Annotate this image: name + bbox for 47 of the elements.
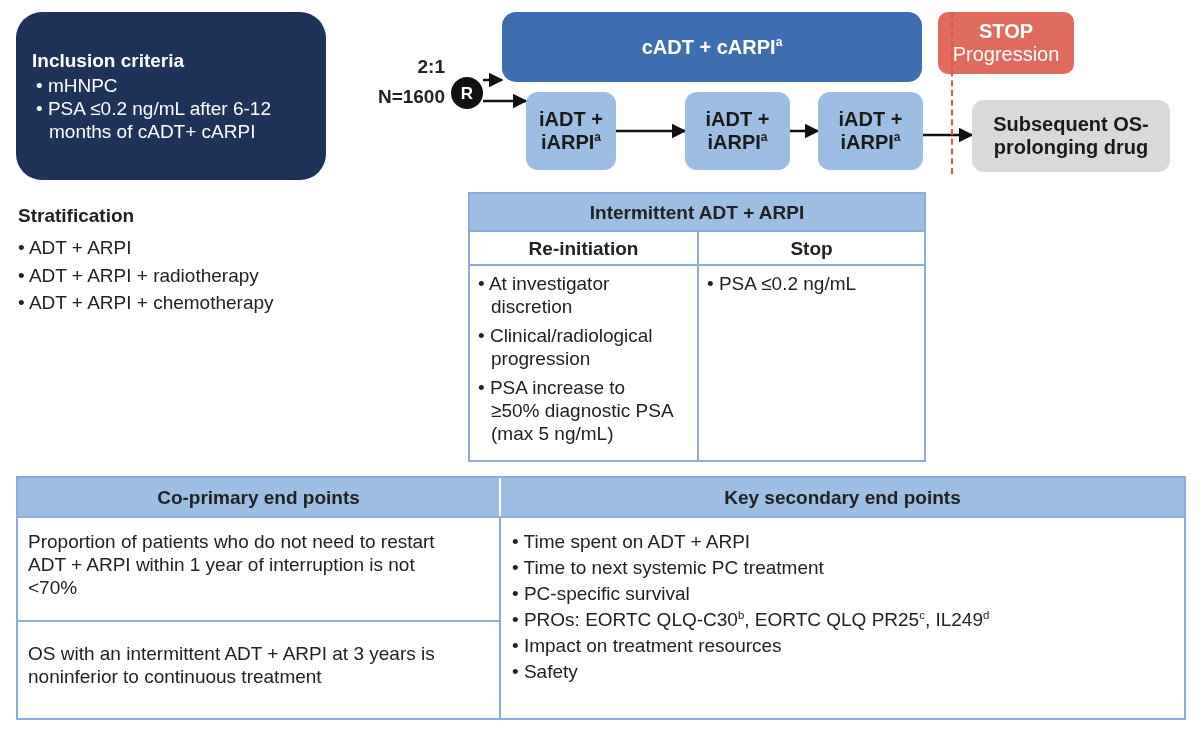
ratio-label: 2:1: [416, 55, 445, 78]
bullet-item: • Safety: [512, 660, 579, 683]
box-text: cADT + cARPI$^{a}$: [641, 35, 783, 59]
table-heading: Intermittent ADT + ARPI: [470, 194, 924, 230]
box-text: iADT + iARPI$^{a}$: [837, 108, 904, 154]
bullet-item: • Time to next systemic PC treatment: [512, 556, 825, 579]
bullet-item: • mHNPC: [36, 74, 119, 97]
treatment-box: [685, 92, 790, 170]
drug-box: [972, 100, 1170, 172]
table-heading: Key secondary end points: [501, 478, 1184, 516]
treatment-box: [502, 12, 922, 82]
endpoint-text: OS with an intermittent ADT + ARPI at 3 years is noninferior to continuous treatment: [28, 642, 436, 688]
bullet-item: • PC-specific survival: [512, 582, 691, 605]
bullet-item: • Impact on treatment resources: [512, 634, 783, 657]
bullet-item: • ADT + ARPI: [18, 236, 133, 259]
criteria-box: [16, 12, 326, 180]
bullet-item: • ADT + ARPI + radiotherapy: [18, 264, 260, 287]
column-heading: Stop: [789, 236, 834, 261]
circle-letter: R: [460, 82, 474, 105]
ratio-label: N=1600: [376, 85, 445, 108]
box-heading: Inclusion criteria: [32, 49, 186, 72]
bullet-item: • PSA increase to ≥50% diagnostic PSA (max 5 ng/mL): [478, 376, 675, 445]
bullet-item: • PSA ≤0.2 ng/mL after 6-12 months of cADT+ cARPI: [36, 97, 272, 143]
stop-box: [938, 12, 1074, 74]
bullet-item: • At investigator discretion: [478, 272, 611, 318]
bullet-item: • PROs: EORTC QLQ-C30$^{b}$, EORTC QLQ PR25$^{c}$, IL249$^{d}$: [512, 608, 991, 631]
treatment-box: [526, 92, 616, 170]
section-heading: Stratification: [18, 204, 136, 227]
arrow: [923, 127, 974, 143]
endpoint-text: Proportion of patients who do not need to restart ADT + ARPI within 1 year of interruption is not <70%: [28, 530, 436, 599]
treatment-box: [818, 92, 923, 170]
column-heading: Re-initiation: [527, 236, 640, 261]
arrow: [790, 123, 820, 139]
box-text: Progression: [952, 43, 1060, 66]
box-text: iADT + iARPI$^{a}$: [538, 108, 604, 154]
bullet-item: • PSA ≤0.2 ng/mL: [707, 272, 858, 295]
arrow: [616, 123, 687, 139]
randomization-circle: [451, 77, 483, 109]
box-text: iADT + iARPI$^{a}$: [704, 108, 771, 154]
table-heading: Co-primary end points: [18, 478, 499, 516]
stop-heading: STOP: [978, 20, 1034, 43]
bullet-item: • Clinical/radiological progression: [478, 324, 654, 370]
bullet-item: • ADT + ARPI + chemotherapy: [18, 291, 275, 314]
arrow: [483, 72, 504, 88]
arrow: [483, 93, 528, 109]
bullet-item: • Time spent on ADT + ARPI: [512, 530, 752, 553]
box-text: Subsequent OS-prolonging drug: [992, 113, 1150, 159]
